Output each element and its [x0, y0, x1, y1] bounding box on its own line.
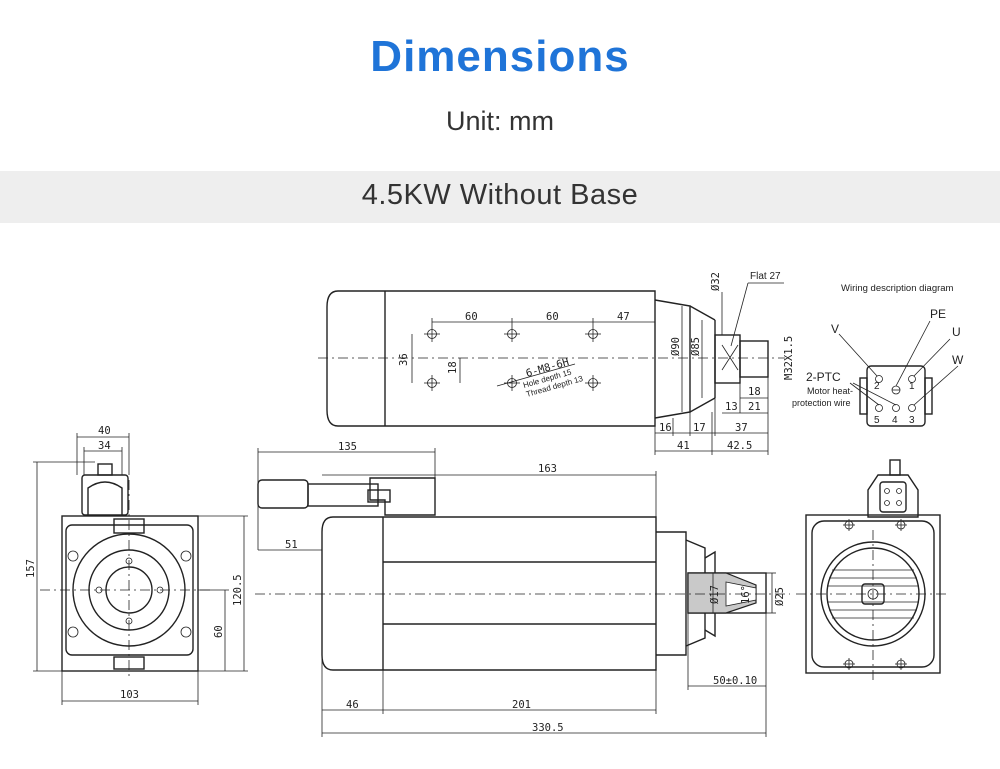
pin-3: 3 — [909, 415, 915, 426]
dim-angle16: 16° — [740, 585, 752, 604]
dim-41: 41 — [677, 440, 690, 452]
page-title: Dimensions — [370, 32, 630, 81]
dim-330-5: 330.5 — [532, 722, 564, 734]
dim-37: 37 — [735, 422, 748, 434]
dim-60a: 60 — [465, 311, 478, 323]
dim-60b: 60 — [546, 311, 559, 323]
top-view: 60 60 47 36 18 6-M8-6H Hole depth 15 Thr… — [318, 271, 795, 455]
dim-13: 13 — [725, 401, 738, 413]
pin-2: 2 — [874, 381, 880, 392]
protection-wire: protection wire — [792, 398, 851, 408]
dim-36: 36 — [398, 353, 410, 366]
dim-17: 17 — [693, 422, 706, 434]
dim-16: 16 — [659, 422, 672, 434]
dim-m32: M32X1.5 — [783, 336, 795, 380]
model-title: 4.5KW Without Base — [361, 179, 639, 211]
dim-dia17: Ø17 — [709, 585, 721, 604]
dim-21: 21 — [748, 401, 761, 413]
dim-103: 103 — [120, 689, 139, 701]
rear-view — [796, 459, 950, 680]
front-view: 40 34 157 120.5 60 103 — [25, 425, 248, 705]
wire-v: V — [831, 322, 839, 336]
dim-18: 18 — [447, 361, 459, 374]
flat-label: Flat 27 — [750, 271, 781, 282]
wire-ptc: 2-PTC — [806, 370, 841, 384]
motor-heat: Motor heat- — [807, 386, 853, 396]
dim-34: 34 — [98, 440, 111, 452]
wire-w: W — [952, 353, 964, 367]
dim-163: 163 — [538, 463, 557, 475]
dim-47: 47 — [617, 311, 630, 323]
dim-40: 40 — [98, 425, 111, 437]
dim-18b: 18 — [748, 386, 761, 398]
pin-5: 5 — [874, 415, 880, 426]
dim-dia32: Ø32 — [710, 272, 722, 291]
dim-dia25: Ø25 — [774, 587, 786, 606]
pin-4: 4 — [892, 415, 898, 426]
wiring-title: Wiring description diagram — [841, 283, 954, 294]
pin-1: 1 — [909, 381, 915, 392]
dim-201: 201 — [512, 699, 531, 711]
dim-120-5: 120.5 — [232, 574, 244, 606]
unit-label: Unit: mm — [446, 106, 554, 136]
dim-50: 50±0.10 — [713, 675, 757, 687]
wire-u: U — [952, 325, 961, 339]
wire-pe: PE — [930, 307, 946, 321]
dim-42-5: 42.5 — [727, 440, 752, 452]
wiring-diagram: Wiring description diagram 2 1 5 4 3 V P… — [792, 283, 964, 427]
dim-dia90: Ø90 — [670, 337, 682, 356]
side-view: 135 163 51 Ø17 16° Ø25 50±0.10 46 201 33… — [255, 441, 790, 737]
dim-46: 46 — [346, 699, 359, 711]
dim-157: 157 — [25, 559, 37, 578]
dim-60-left: 60 — [213, 625, 225, 638]
dim-dia85: Ø85 — [690, 337, 702, 356]
dim-51: 51 — [285, 539, 298, 551]
model-band — [0, 171, 1000, 223]
dim-135: 135 — [338, 441, 357, 453]
